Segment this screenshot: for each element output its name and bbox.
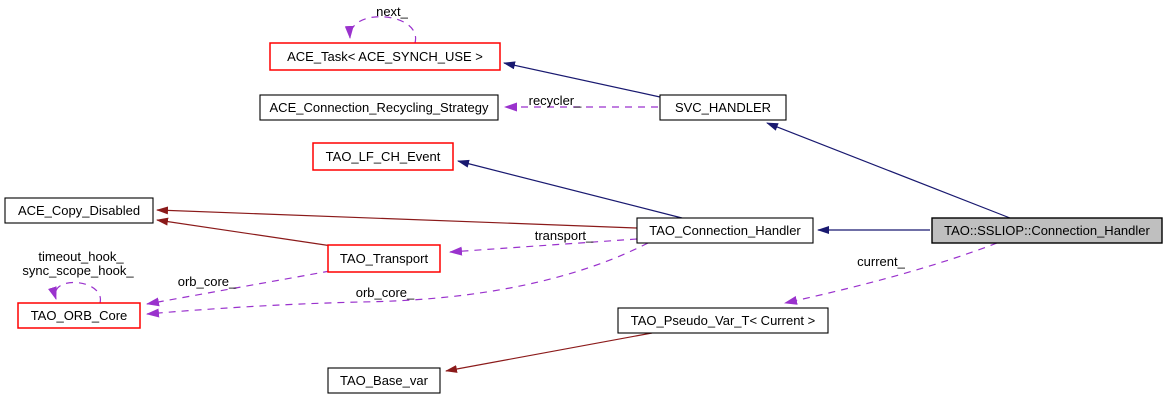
edge-connection-handler-uses-transport [449, 238, 638, 256]
edge-label-timeout-hook: timeout_hook_ [38, 249, 124, 264]
edge-label-next: next_ [376, 4, 409, 19]
edge-connection-handler-inherits-lf-ch-event [457, 159, 683, 219]
node-tao-pseudo-var-t-label: TAO_Pseudo_Var_T< Current > [631, 313, 816, 328]
edge-label-transport: transport_ [535, 228, 594, 243]
edge-transport-inherits-ace-copy-disabled [156, 217, 333, 247]
node-tao-base-var[interactable]: TAO_Base_var [327, 367, 441, 394]
edge-svc-handler-inherits-ace-task [503, 61, 661, 98]
node-ace-copy-disabled-label: ACE_Copy_Disabled [18, 203, 140, 218]
edge-connection-handler-inherits-ace-copy-disabled [156, 206, 638, 229]
node-tao-transport-label: TAO_Transport [340, 251, 429, 266]
node-ace-task-label: ACE_Task< ACE_SYNCH_USE > [287, 49, 483, 64]
node-tao-connection-handler-label: TAO_Connection_Handler [649, 223, 801, 238]
node-tao-base-var-label: TAO_Base_var [340, 373, 429, 388]
edge-label-current: current_ [857, 254, 905, 269]
node-svc-handler[interactable]: SVC_HANDLER [659, 94, 787, 121]
node-tao-orb-core[interactable]: TAO_ORB_Core [17, 302, 141, 329]
node-tao-transport[interactable]: TAO_Transport [327, 244, 441, 273]
node-tao-lf-ch-event-label: TAO_LF_CH_Event [326, 149, 441, 164]
edge-ace-task-self-next [344, 16, 416, 44]
node-tao-sslip-connection-handler[interactable]: TAO::SSLIOP::Connection_Handler [931, 217, 1163, 244]
edge-label-sync-scope-hook: sync_scope_hook_ [22, 263, 134, 278]
node-ace-copy-disabled[interactable]: ACE_Copy_Disabled [4, 197, 154, 224]
edge-label-recycler: recycler_ [529, 93, 583, 108]
edge-connection-handler-uses-orb-core [146, 242, 649, 318]
edge-label-orb-core-upper: orb_core_ [178, 274, 237, 289]
node-tao-sslip-connection-handler-label: TAO::SSLIOP::Connection_Handler [944, 223, 1150, 238]
node-tao-orb-core-label: TAO_ORB_Core [31, 308, 128, 323]
node-tao-connection-handler[interactable]: TAO_Connection_Handler [636, 217, 814, 244]
edge-pseudo-var-inherits-base-var [445, 332, 653, 373]
edge-sslip-handler-inherits-svc-handler [766, 122, 1011, 219]
node-svc-handler-label: SVC_HANDLER [675, 100, 771, 115]
node-tao-pseudo-var-t[interactable]: TAO_Pseudo_Var_T< Current > [617, 307, 829, 334]
node-ace-connection-recycling-strategy-label: ACE_Connection_Recycling_Strategy [270, 100, 489, 115]
edge-orb-core-self-hooks [48, 281, 101, 304]
node-tao-lf-ch-event[interactable]: TAO_LF_CH_Event [312, 142, 454, 171]
edge-transport-uses-orb-core [146, 270, 331, 307]
node-ace-connection-recycling-strategy[interactable]: ACE_Connection_Recycling_Strategy [259, 94, 499, 121]
edge-sslip-handler-uses-pseudo-var [784, 242, 998, 305]
node-ace-task[interactable]: ACE_Task< ACE_SYNCH_USE > [269, 42, 501, 71]
edge-label-orb-core-lower: orb_core_ [356, 285, 415, 300]
